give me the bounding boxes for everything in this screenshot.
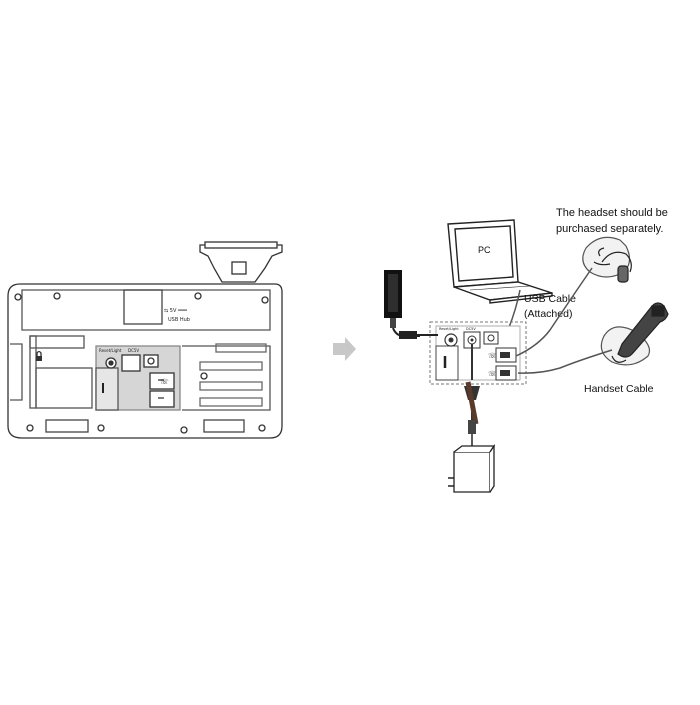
- lock-slot-icon: [36, 350, 42, 361]
- headset-note-line1: The headset should be: [556, 207, 668, 219]
- port-panel-zoom: ☏ ☏: [429, 321, 527, 385]
- usb-dongle-icon: [384, 270, 420, 339]
- phone-jack-icon: ☏: [488, 352, 497, 360]
- left-port-labels: ⇆ 5V ═══ USB Hub Reset/Light DC5V: [99, 308, 190, 353]
- svg-text:☏: ☏: [488, 370, 497, 378]
- reset-light-label-left: Reset/Light: [99, 348, 122, 353]
- dc-in-label-right: DC5V: [466, 327, 476, 331]
- usb-cable-label-line1: USB Cable: [524, 293, 576, 305]
- handset-cable: [517, 349, 613, 374]
- headset-note-line2: purchased separately.: [556, 223, 663, 235]
- phone-back-view: ☏: [7, 241, 283, 439]
- phone-stand: [199, 241, 283, 283]
- handset-icon: [600, 302, 669, 366]
- pc-label: PC: [478, 245, 491, 255]
- usb-cable-label-line2: (Attached): [524, 308, 572, 320]
- usb-hub-symbol: ⇆ 5V ═══: [164, 308, 188, 314]
- reset-light-label-right: Reset/Light: [439, 327, 459, 331]
- usb-hub-label: USB Hub: [168, 317, 190, 323]
- dc-in-label-left: DC5V: [128, 348, 139, 353]
- pc-laptop-icon: [447, 219, 553, 304]
- handset-cable-label: Handset Cable: [584, 383, 654, 395]
- headset-cable: [515, 267, 593, 357]
- arrow-right-icon: [333, 337, 356, 361]
- svg-text:☏: ☏: [160, 378, 169, 386]
- power-adapter-icon: [448, 344, 496, 493]
- headset-icon: [582, 236, 632, 283]
